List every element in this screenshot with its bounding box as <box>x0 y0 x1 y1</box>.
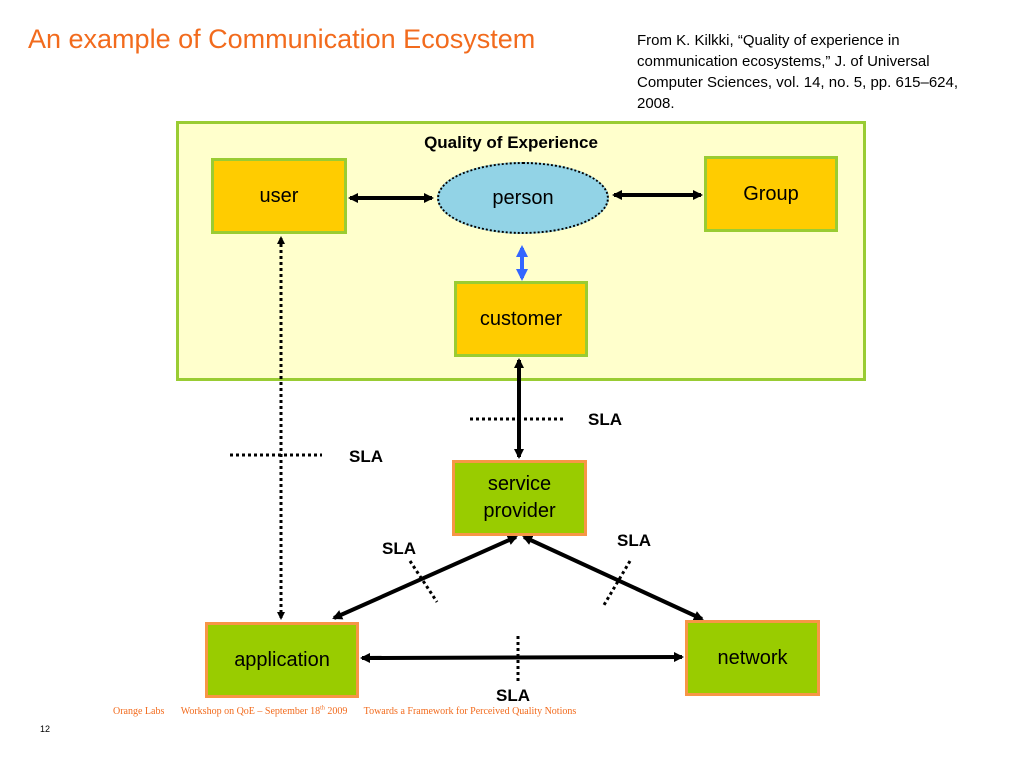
node-customer: customer <box>454 281 588 357</box>
service-provider-line2: provider <box>483 500 556 522</box>
sla-label-sp-app: SLA <box>382 539 416 558</box>
service-provider-line1: service <box>487 473 552 495</box>
page-number: 12 <box>40 724 51 734</box>
sla-label-user-app: SLA <box>349 447 383 466</box>
node-application: application <box>205 622 359 698</box>
sla-label-sp-network: SLA <box>617 531 651 550</box>
reference-citation: From K. Kilkki, “Quality of experience i… <box>637 32 959 112</box>
footer-workshop: Workshop on QoE – September 18th 2009 <box>180 706 348 718</box>
node-user: user <box>211 158 347 234</box>
footer-talk: Towards a Framework for Perceived Qualit… <box>363 706 577 718</box>
arrow-service-provider-network <box>522 535 704 621</box>
arrow-service-provider-application <box>332 535 518 620</box>
node-service-provider: service provider <box>452 460 587 536</box>
footer-org: Orange Labs <box>113 706 165 718</box>
sla-divider-sp-network <box>602 560 632 606</box>
footer: Orange Labs Workshop on QoE – September … <box>113 706 590 717</box>
node-person: person <box>437 162 609 234</box>
quality-of-experience-label: Quality of Experience <box>424 133 598 152</box>
slide-title: An example of Communication Ecosystem <box>28 24 536 54</box>
sla-divider-sp-app <box>408 560 439 603</box>
sla-label-app-network: SLA <box>496 686 530 705</box>
sla-label-customer-sp: SLA <box>588 410 622 429</box>
arrow-application-network <box>360 652 684 663</box>
node-group: Group <box>704 156 838 232</box>
node-network: network <box>685 620 820 696</box>
